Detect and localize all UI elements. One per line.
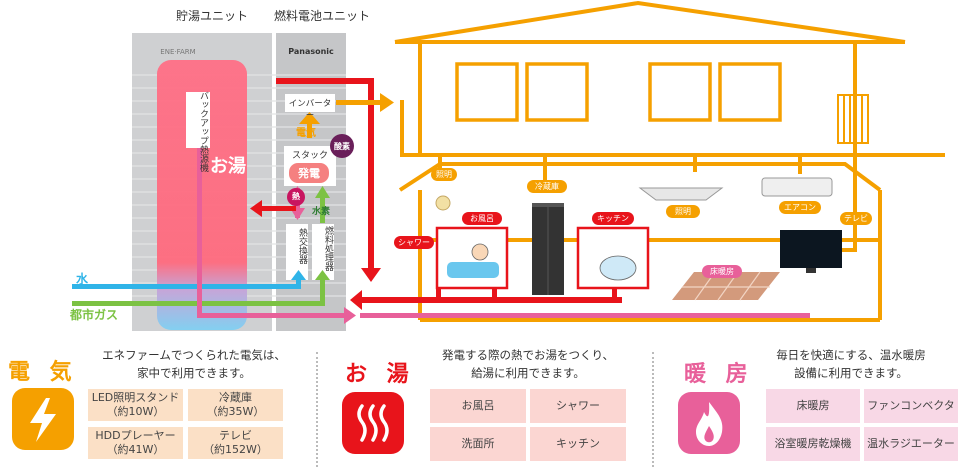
electricity-item: 冷蔵庫（約35W） (188, 389, 283, 421)
air-conditioner (761, 177, 833, 197)
fuel-processor-box (312, 224, 334, 280)
storage-unit-title: 貯湯ユニット (176, 9, 249, 23)
lightning-icon (12, 388, 74, 450)
floor-heating-tag: 床暖房 (702, 265, 742, 278)
house-windows (455, 62, 782, 122)
stack-label: スタック (291, 151, 328, 161)
oxygen-badge (330, 134, 354, 158)
fuel-processor-label: 燃料処理器 (323, 226, 333, 271)
ceiling-light-2 (638, 187, 724, 201)
bath-tag: お風呂 (462, 212, 502, 225)
electricity-item: テレビ（約152W） (188, 427, 283, 459)
panel-divider-1 (316, 352, 318, 467)
fuelcell-unit-title: 燃料電池ユニット (274, 9, 371, 23)
heating-heading: 暖 房 (684, 362, 754, 387)
water-label: 水 (76, 272, 89, 286)
system-diagram: 貯湯ユニット 燃料電池ユニット (70, 0, 945, 331)
diagram-svg (72, 0, 945, 331)
lighting-2-tag: 照明 (666, 205, 700, 218)
heating-description: 毎日を快適にする、温水暖房 設備に利用できます。 (776, 348, 926, 380)
shower-tag: シャワー (394, 236, 434, 249)
storage-brand: ENE·FARM (160, 48, 196, 56)
tv-tag: テレビ (840, 212, 872, 225)
flame-icon (678, 392, 740, 454)
hot-water-label: お湯 (210, 156, 246, 177)
electric-arrows (299, 93, 394, 138)
refrigerator (532, 203, 564, 295)
hot-water-heading: お 湯 (345, 362, 415, 387)
hot-water-item: お風呂 (430, 389, 526, 423)
fuelcell-brand: Panasonic (288, 47, 334, 56)
hot-water-item: キッチン (530, 427, 626, 461)
bath-illustration (435, 226, 509, 290)
aircon-tag: エアコン (779, 201, 821, 214)
heat-exchanger-box (286, 224, 308, 280)
electricity-label: 電気 (296, 128, 316, 139)
heating-item: 床暖房 (766, 389, 860, 423)
water-pipe (72, 270, 306, 289)
hydrogen-label: 水素 (312, 207, 331, 217)
hot-water-item: シャワー (530, 389, 626, 423)
backup-heater-label: バックアップ熱源機 (198, 91, 208, 172)
kitchen-illustration (576, 226, 650, 290)
electric-wiring (400, 100, 857, 252)
electricity-description: エネファームでつくられた電気は、 家中で利用できます。 (102, 348, 286, 380)
kitchen-tag: キッチン (592, 212, 634, 225)
hot-water-item: 洗面所 (430, 427, 526, 461)
lighting-1-tag: 照明 (431, 168, 457, 181)
backup-heater-box (186, 92, 210, 148)
heating-item: 温水ラジエーター (864, 427, 958, 461)
city-gas-label: 都市ガス (70, 308, 119, 322)
heating-item: 浴室暖房乾燥機 (766, 427, 860, 461)
inverter-box (285, 94, 335, 112)
electricity-heading: 電 気 (8, 360, 78, 385)
television (780, 230, 842, 273)
refrigerator-tag: 冷蔵庫 (527, 180, 567, 193)
steam-icon (342, 392, 404, 454)
power-gen-pill (289, 163, 329, 183)
power-gen-label: 発電 (298, 167, 320, 180)
heat-badge (287, 188, 305, 206)
electricity-item: HDDプレーヤー（約41W） (88, 427, 183, 459)
ceiling-light-1 (435, 195, 451, 211)
panel-divider-2 (652, 352, 654, 467)
hot-water-description: 発電する際の熱でお湯をつくり、 給湯に利用できます。 (441, 348, 615, 380)
heat-label: 熱 (292, 192, 300, 201)
electricity-item: LED照明スタンド（約10W） (88, 389, 183, 421)
heating-item: ファンコンベクタ (864, 389, 958, 423)
balcony (837, 94, 869, 144)
heat-exchanger-label: 熱交換器 (297, 228, 307, 264)
inverter-label: インバーター (288, 99, 332, 121)
oxygen-label: 酸素 (334, 142, 350, 151)
